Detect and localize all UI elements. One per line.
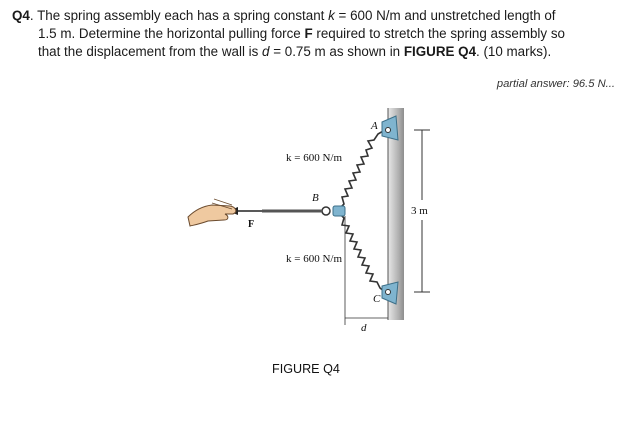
connector-b xyxy=(332,205,346,217)
partial-answer: partial answer: 96.5 N... xyxy=(496,78,615,90)
figure-reference: FIGURE Q4 xyxy=(403,44,477,59)
pin-c xyxy=(385,289,391,295)
dimension-3m-label: 3 m xyxy=(411,205,428,217)
displacement-label: d xyxy=(361,322,367,334)
wall xyxy=(388,108,404,320)
question-text: Q4. The spring assembly each has a sprin… xyxy=(12,7,618,61)
point-b-label: B xyxy=(312,192,319,204)
question-number: Q4 xyxy=(12,8,30,23)
question-line-1: Q4. The spring assembly each has a sprin… xyxy=(12,8,556,23)
top-spring-label: k = 600 N/m xyxy=(286,152,342,164)
pin-a xyxy=(385,127,391,133)
question-line-2: 1.5 m. Determine the horizontal pulling … xyxy=(38,26,565,41)
figure-caption: FIGURE Q4 xyxy=(272,362,340,376)
spring-bc xyxy=(339,213,386,293)
bottom-spring-label: k = 600 N/m xyxy=(286,253,342,265)
spring-ab xyxy=(339,129,386,209)
hand-icon xyxy=(187,198,237,227)
question-line-3: that the displacement from the wall is d… xyxy=(38,44,552,59)
force-label: F xyxy=(248,219,254,230)
point-a-label: A xyxy=(370,120,378,132)
point-c-label: C xyxy=(373,293,381,305)
ring-b xyxy=(321,206,331,216)
